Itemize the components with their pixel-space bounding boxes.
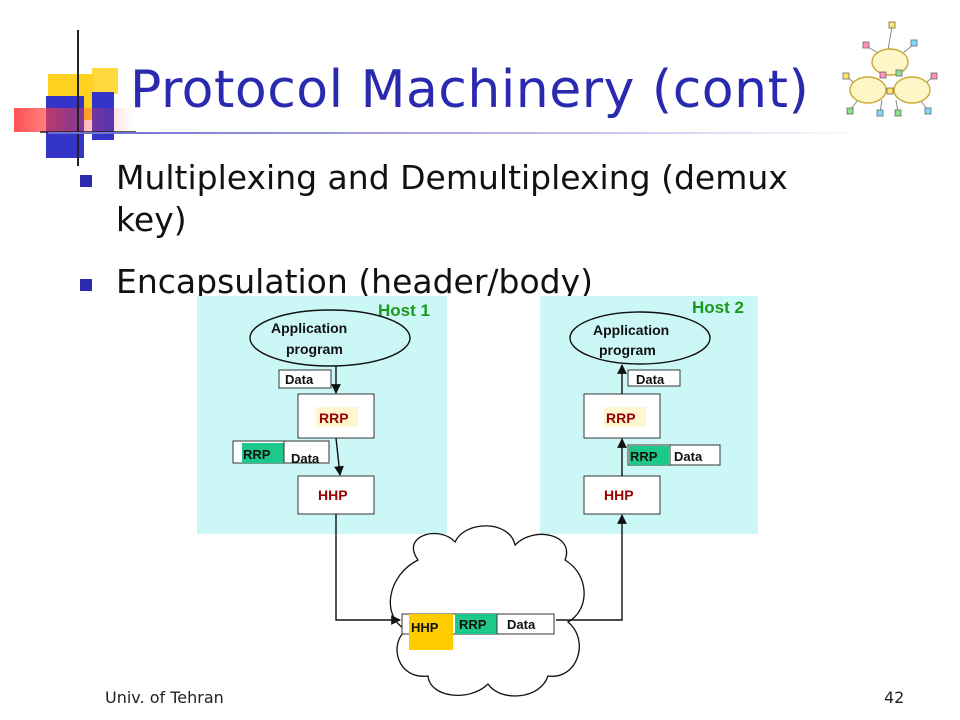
arrow-host1-to-network	[335, 514, 401, 625]
host1-data-label: Data	[285, 372, 314, 387]
host2-rrp-payload-label: Data	[674, 449, 703, 464]
network-payload-label: Data	[507, 617, 536, 632]
host2-rrp-header	[629, 446, 669, 465]
bullet-2-line-1: Encapsulation (header/body)	[116, 262, 594, 301]
host1-label: Host 1	[378, 301, 430, 320]
host2-app-line2: program	[599, 342, 656, 358]
title-decoration	[14, 30, 136, 166]
slide-title: Protocol Machinery (cont)	[130, 60, 810, 120]
network-hhp-header	[409, 614, 453, 650]
footer-institution: Univ. of Tehran	[105, 688, 224, 707]
network-hhp-label: HHP	[411, 620, 439, 635]
bullet-encapsulation: Encapsulation (header/body)	[116, 261, 593, 303]
host1-arrow-rrp-to-hhp	[334, 437, 344, 476]
host1-hhp-label: HHP	[318, 487, 348, 503]
host2-hhp-box	[583, 475, 661, 515]
host2-application-program	[569, 311, 711, 365]
network-rrp-label: RRP	[459, 617, 487, 632]
footer-page-number: 42	[884, 688, 905, 707]
host1-app-line2: program	[286, 341, 343, 357]
host2-data-label: Data	[636, 372, 665, 387]
title-underline	[48, 132, 868, 134]
bullet-1-line-2: key)	[116, 200, 187, 239]
host1-rrp-header-label: RRP	[243, 447, 271, 462]
network-graph-icon	[842, 21, 938, 117]
host1-data-box	[278, 369, 332, 389]
host2-hhp-label: HHP	[604, 487, 634, 503]
host2-rrp-label: RRP	[606, 410, 636, 426]
bullet-marker-2	[80, 279, 92, 291]
network-cloud	[389, 525, 585, 697]
host1-rrp-tint	[316, 407, 358, 427]
host1-rrp-header	[242, 443, 284, 463]
host1-application-program	[249, 309, 411, 367]
host2-data-box	[627, 369, 681, 387]
arrow-network-to-host2	[556, 514, 627, 621]
host1-app-line1: Application	[271, 320, 347, 336]
host1-rrp-label: RRP	[319, 410, 349, 426]
host2-label: Host 2	[692, 298, 744, 317]
host2-rrp-tint	[604, 407, 646, 427]
host1-hhp-box	[297, 475, 375, 515]
bullet-marker-1	[80, 175, 92, 187]
host2-app-line1: Application	[593, 322, 669, 338]
bullet-1-line-1: Multiplexing and Demultiplexing (demux	[116, 158, 788, 197]
host2-rrp-header-label: RRP	[630, 449, 658, 464]
host1-rrp-payload-label: Data	[291, 451, 320, 466]
network-rrp-header	[455, 614, 497, 634]
bullet-multiplexing: Multiplexing and Demultiplexing (demux k…	[116, 157, 788, 241]
